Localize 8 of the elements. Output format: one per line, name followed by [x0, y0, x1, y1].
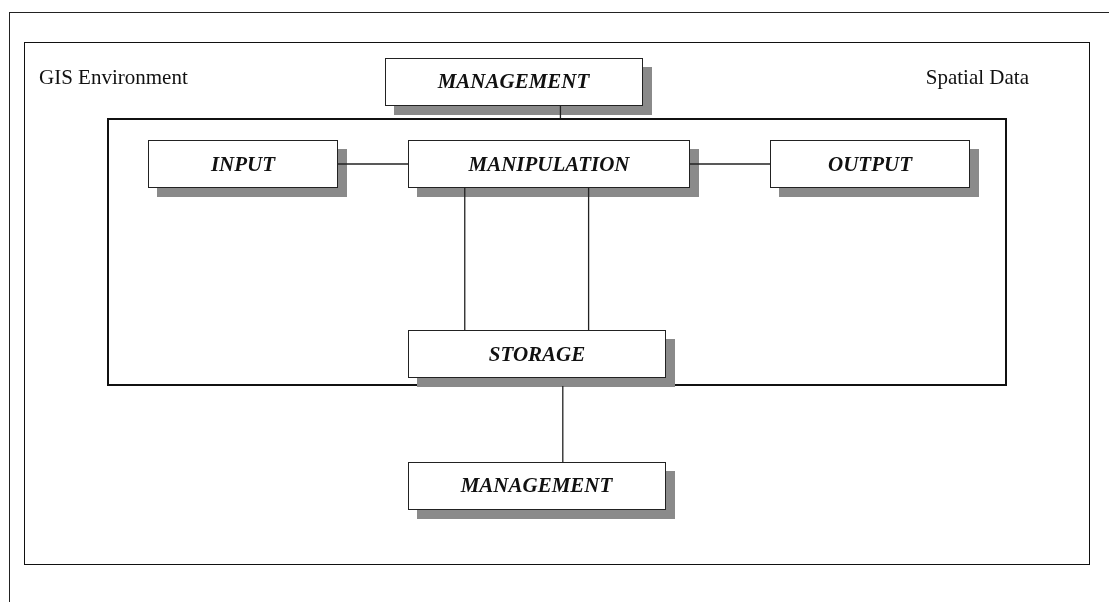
connector-line — [689, 163, 771, 165]
connector-line — [559, 105, 562, 119]
region-label: Spatial Data — [925, 65, 1029, 90]
connector-line — [337, 163, 409, 165]
connector-line — [587, 187, 590, 331]
region-label: GIS Environment — [39, 65, 188, 90]
connector-line — [464, 187, 466, 331]
process-group-box — [106, 117, 1007, 386]
